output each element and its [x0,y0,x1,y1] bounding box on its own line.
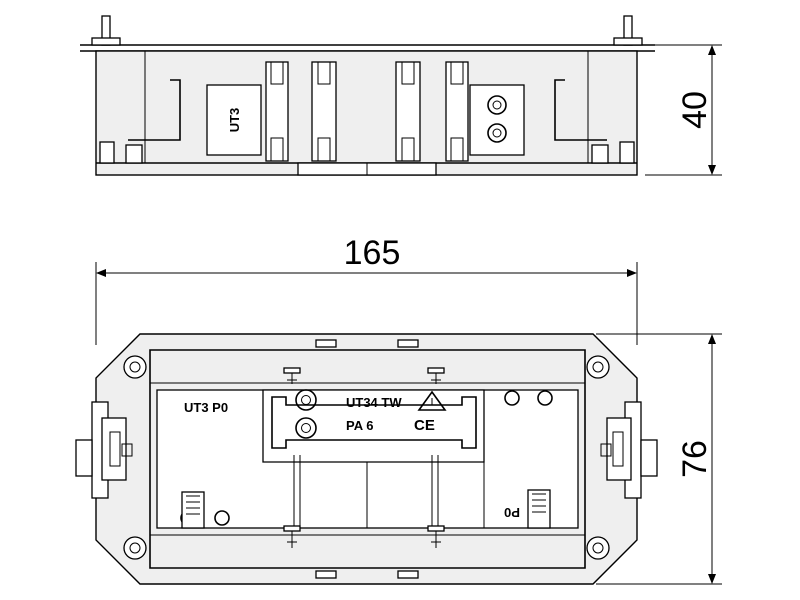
side-module-label: UT3 [227,108,242,133]
dimension-76-label: 76 [676,440,714,478]
side-ut3-module [206,84,262,156]
side-clip-left [91,15,121,46]
side-view: UT3 [80,15,655,176]
plan-center-label-1: UT34 TW [346,395,402,410]
plan-right-rotated-label: P0 [504,505,520,520]
plan-center-label-2: PA 6 [346,418,373,433]
dimension-width: 165 [95,234,638,345]
side-slots [265,61,469,162]
side-clip-right [613,15,643,46]
alignment-marks [283,367,445,548]
spring-clip-left [181,491,205,529]
warning-triangle-icon [417,390,447,411]
plan-left-label: UT3 P0 [184,400,228,415]
ce-mark-label: CE [414,417,435,434]
dimension-height-top: 40 [645,44,722,176]
side-housing [95,50,638,176]
dimension-40-label: 40 [676,91,714,129]
dimension-height-bottom: 76 [596,333,722,585]
plan-view: UT34 TW PA 6 CE UT3 P0 P0 [75,333,658,585]
dimension-165-label: 165 [344,234,401,272]
corner-screws [123,355,610,560]
side-latch-left [75,401,133,499]
side-latch-right [600,401,658,499]
spring-clip-right [527,489,551,529]
